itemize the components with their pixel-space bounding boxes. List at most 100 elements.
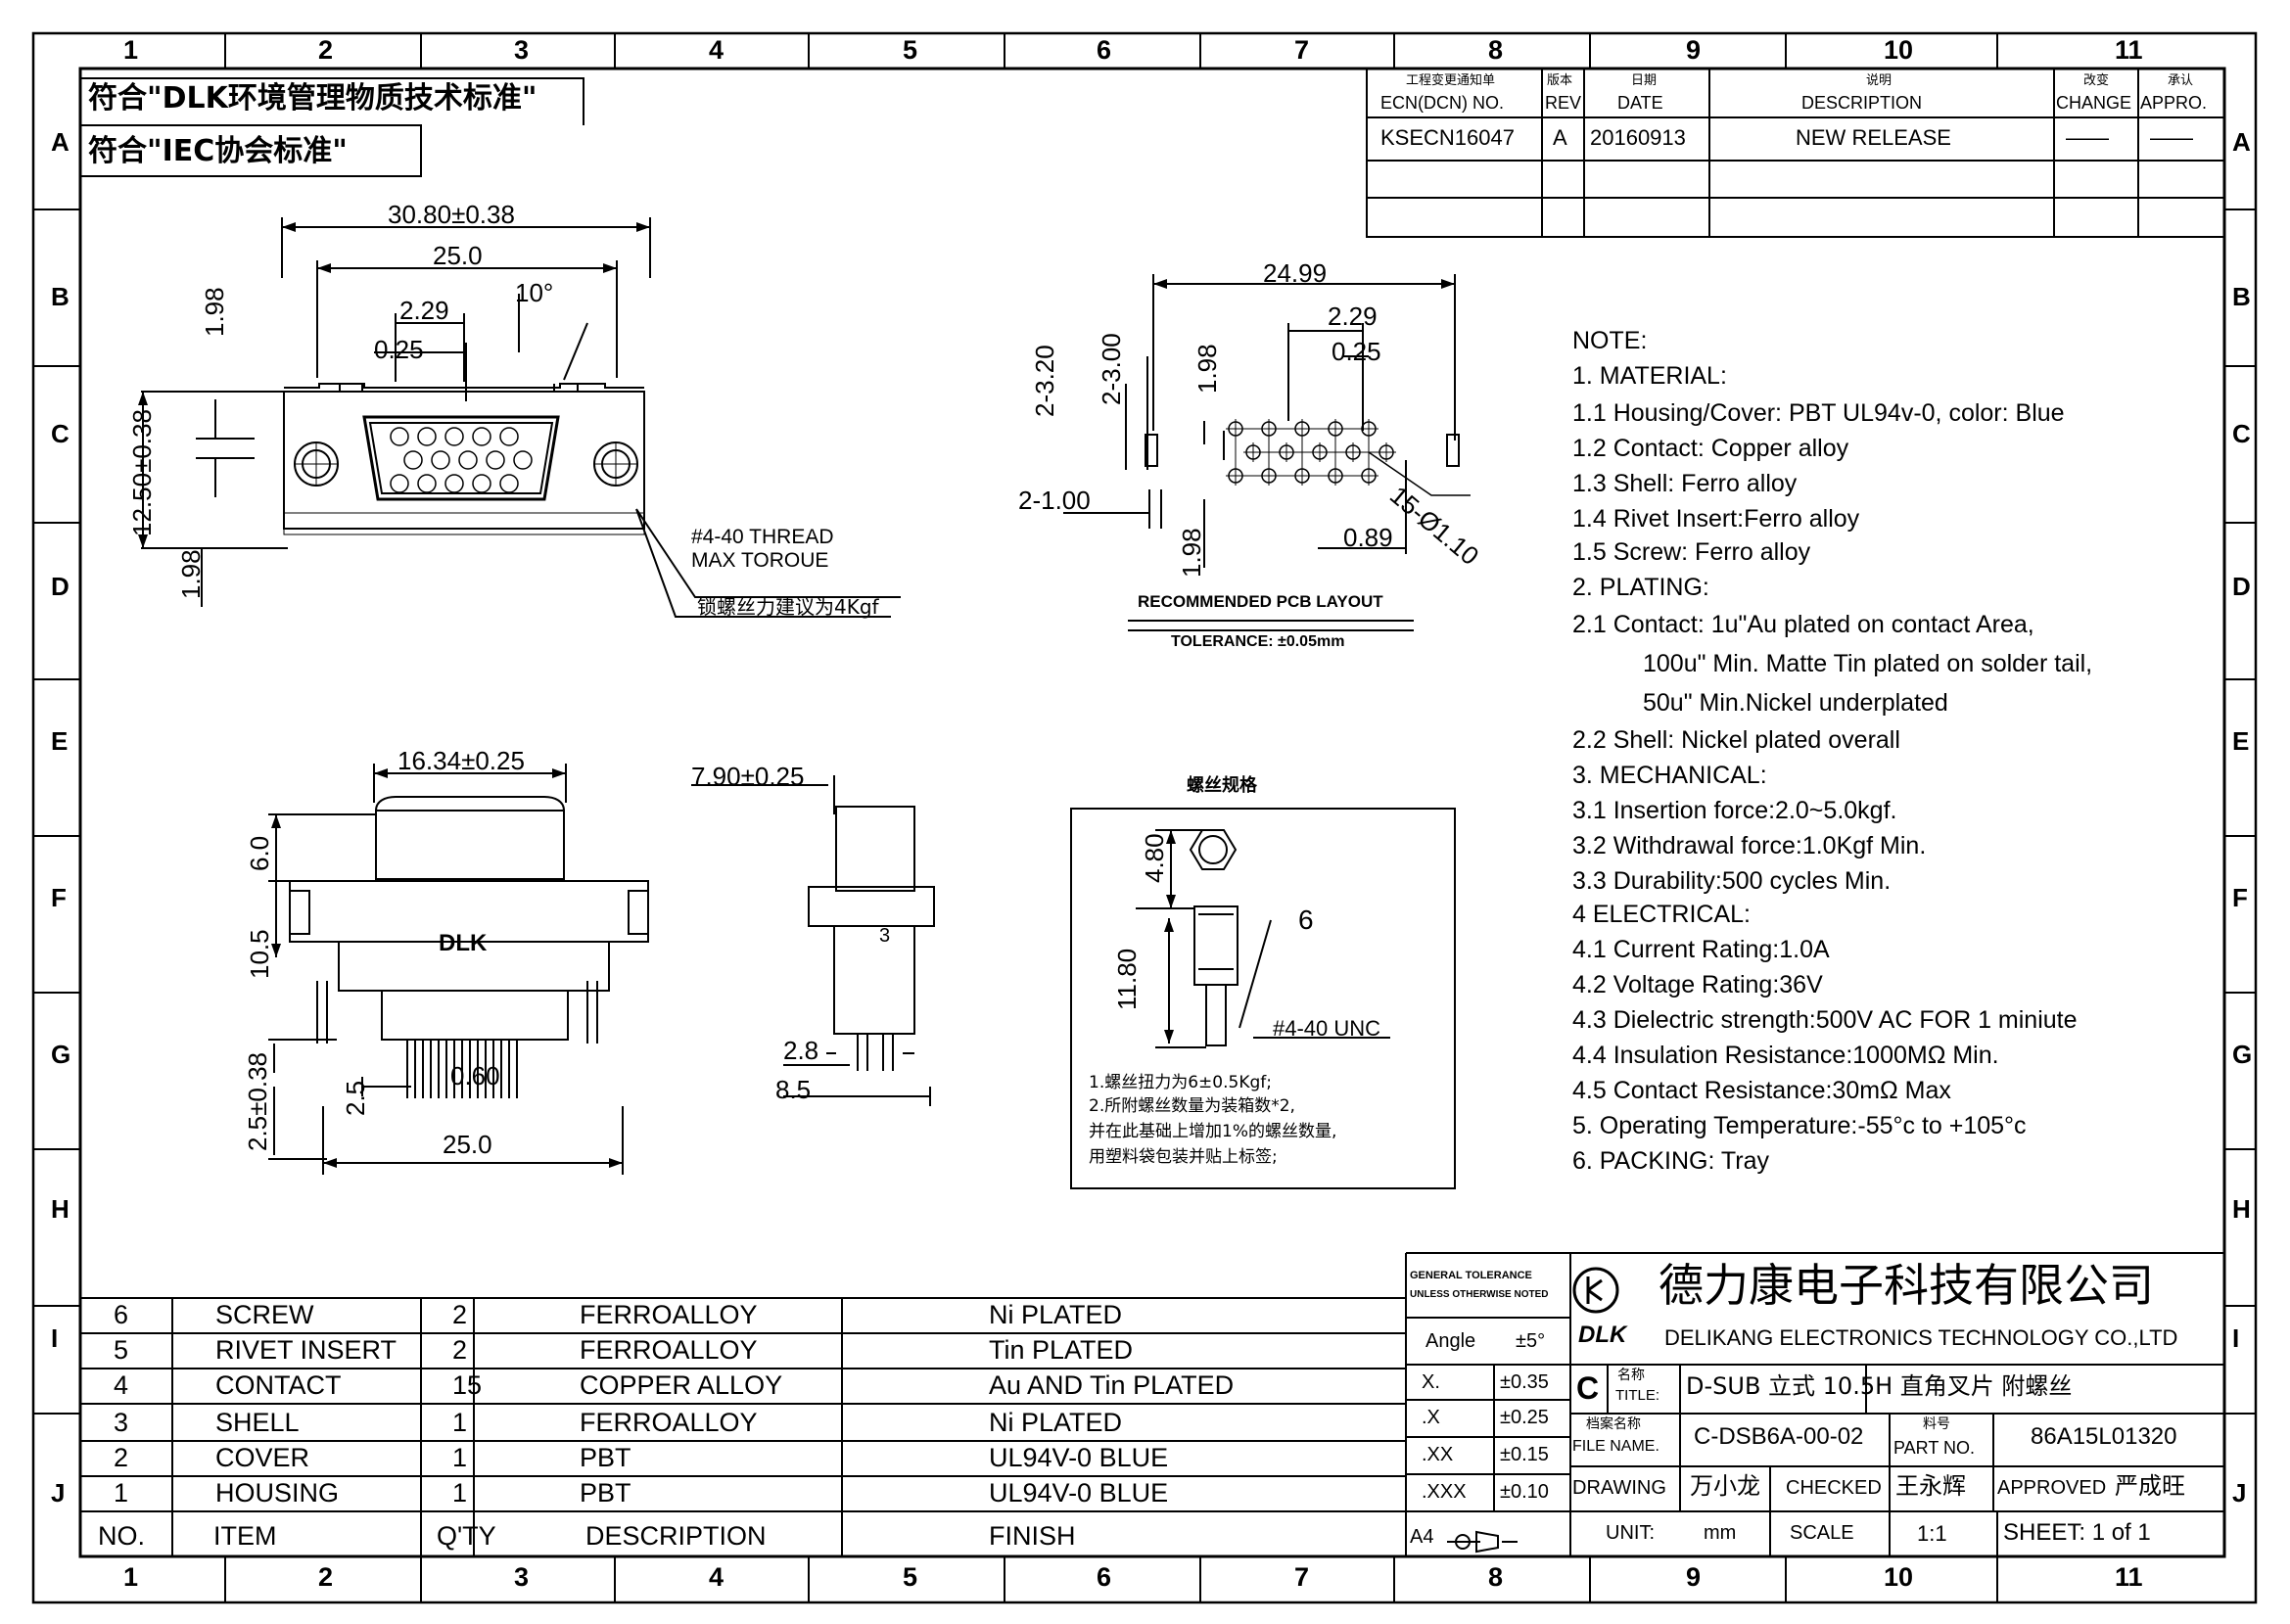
dim-span: 25.0 bbox=[433, 241, 483, 270]
tolerance-value-2: ±0.25 bbox=[1500, 1407, 1549, 1428]
note-line-22: 5. Operating Temperature:-55°c to +105°c bbox=[1572, 1112, 2027, 1139]
bom-row-2-col-4: UL94V-0 BLUE bbox=[989, 1443, 1169, 1472]
grid-row-right-I: I bbox=[2232, 1323, 2240, 1353]
bom-header-4: FINISH bbox=[989, 1521, 1076, 1551]
rev-appro-value: —— bbox=[2150, 125, 2193, 150]
grid-col-bottom-3: 3 bbox=[514, 1562, 530, 1592]
grid-row-left-E: E bbox=[51, 726, 69, 756]
part-number: 86A15L01320 bbox=[2031, 1423, 2177, 1450]
grid-col-bottom-5: 5 bbox=[903, 1562, 918, 1592]
tolerance-label-4: .XXX bbox=[1422, 1481, 1467, 1503]
pcb-slot-length-2: 2-3.00 bbox=[1097, 333, 1126, 405]
dim-tail-pitch: 0.60 bbox=[450, 1061, 500, 1090]
bom-row-1-col-4: UL94V-0 BLUE bbox=[989, 1478, 1169, 1508]
screw-note-2: 2.所附螺丝数量为装箱数*2, bbox=[1089, 1096, 1295, 1116]
grid-col-top-3: 3 bbox=[514, 35, 530, 65]
screw-head-height: 4.80 bbox=[1140, 833, 1169, 883]
drawing-title: D-SUB 立式 10.5H 直角叉片 附螺丝 bbox=[1686, 1372, 2073, 1400]
bom-row-1-col-3: PBT bbox=[580, 1478, 631, 1508]
grid-col-top-4: 4 bbox=[709, 35, 724, 65]
dim-overall-width: 30.80±0.38 bbox=[388, 200, 515, 229]
bom-row-6-col-0: 6 bbox=[114, 1300, 129, 1329]
grid-row-right-A: A bbox=[2232, 127, 2251, 157]
pcb-offset: 0.25 bbox=[1332, 337, 1381, 366]
grid-col-top-5: 5 bbox=[903, 35, 918, 65]
side-view-marker: 3 bbox=[879, 925, 891, 947]
grid-col-bottom-8: 8 bbox=[1488, 1562, 1504, 1592]
compliance-dlk-standard: 符合"DLK环境管理物质技术标准" bbox=[88, 81, 537, 116]
dim-offset: 0.25 bbox=[374, 335, 424, 364]
grid-row-left-J: J bbox=[51, 1478, 66, 1508]
file-label-cn: 档案名称 bbox=[1586, 1416, 1641, 1432]
grid-row-left-I: I bbox=[51, 1323, 59, 1353]
dim-base-span: 25.0 bbox=[443, 1130, 492, 1159]
part-label-cn: 料号 bbox=[1923, 1416, 1950, 1432]
size-code: C bbox=[1576, 1370, 1600, 1406]
note-line-3: 1.2 Contact: Copper alloy bbox=[1572, 435, 1849, 462]
pcb-row-gap-bottom: 1.98 bbox=[1177, 528, 1206, 578]
grid-row-right-F: F bbox=[2232, 883, 2248, 912]
note-line-21: 4.5 Contact Resistance:30mΩ Max bbox=[1572, 1077, 1951, 1104]
tolerance-label-1: X. bbox=[1422, 1371, 1440, 1393]
rev-rev-value: A bbox=[1553, 125, 1567, 150]
note-line-23: 6. PACKING: Tray bbox=[1572, 1147, 1769, 1175]
rev-header-date-cn: 日期 bbox=[1631, 73, 1658, 88]
grid-row-left-G: G bbox=[51, 1040, 71, 1069]
dim-top-gap: 1.98 bbox=[200, 287, 229, 337]
note-line-15: 3.3 Durability:500 cycles Min. bbox=[1572, 867, 1892, 895]
bom-row-6-col-4: Ni PLATED bbox=[989, 1300, 1123, 1329]
grid-col-bottom-4: 4 bbox=[709, 1562, 724, 1592]
file-name: C-DSB6A-00-02 bbox=[1694, 1423, 1864, 1450]
sheet-size: A4 bbox=[1410, 1526, 1434, 1548]
pcb-layout-title: RECOMMENDED PCB LAYOUT bbox=[1138, 592, 1383, 611]
file-label: FILE NAME. bbox=[1572, 1438, 1659, 1455]
title-label: TITLE: bbox=[1615, 1387, 1660, 1404]
bom-row-3-col-1: SHELL bbox=[215, 1408, 300, 1437]
note-line-11: 2.2 Shell: Nickel plated overall bbox=[1572, 726, 1900, 754]
bom-row-5-col-3: FERROALLOY bbox=[580, 1335, 758, 1365]
drawing-label: DRAWING bbox=[1572, 1477, 1666, 1499]
dim-side-depth: 8.5 bbox=[775, 1075, 812, 1104]
note-line-4: 1.3 Shell: Ferro alloy bbox=[1572, 470, 1798, 497]
rev-header-appro: APPRO. bbox=[2140, 93, 2208, 113]
screw-note-3: 并在此基础上增加1%的螺丝数量, bbox=[1089, 1122, 1337, 1141]
bom-row-4-col-4: Au AND Tin PLATED bbox=[989, 1370, 1235, 1400]
grid-col-bottom-9: 9 bbox=[1686, 1562, 1702, 1592]
note-line-16: 4 ELECTRICAL: bbox=[1572, 901, 1752, 928]
screw-thread: #4-40 UNC bbox=[1273, 1016, 1381, 1041]
compliance-iec-standard: 符合"IEC协会标准" bbox=[88, 134, 348, 168]
bom-row-1-col-2: 1 bbox=[452, 1478, 468, 1508]
grid-row-left-F: F bbox=[51, 883, 67, 912]
note-line-18: 4.2 Voltage Rating:36V bbox=[1572, 971, 1823, 998]
bom-header-1: ITEM bbox=[213, 1521, 277, 1551]
screw-spec-title: 螺丝规格 bbox=[1187, 775, 1257, 796]
rev-header-date: DATE bbox=[1617, 93, 1663, 113]
dim-tail-length: 2.5 bbox=[341, 1080, 370, 1116]
grid-col-bottom-11: 11 bbox=[2115, 1562, 2143, 1592]
bom-row-4-col-3: COPPER ALLOY bbox=[580, 1370, 783, 1400]
grid-row-left-A: A bbox=[51, 127, 70, 157]
grid-col-bottom-2: 2 bbox=[318, 1562, 334, 1592]
part-label: PART NO. bbox=[1893, 1438, 1976, 1458]
dim-height: 12.50±0.38 bbox=[127, 409, 157, 536]
grid-col-top-9: 9 bbox=[1686, 35, 1702, 65]
bom-row-2-col-1: COVER bbox=[215, 1443, 310, 1472]
grid-row-left-B: B bbox=[51, 282, 70, 311]
tolerance-subtitle: UNLESS OTHERWISE NOTED bbox=[1410, 1289, 1549, 1300]
dim-bottom-gap: 1.98 bbox=[176, 549, 206, 599]
grid-row-right-D: D bbox=[2232, 572, 2251, 601]
bom-row-3-col-0: 3 bbox=[114, 1408, 129, 1437]
dim-standoff: 2.8 bbox=[783, 1036, 819, 1065]
grid-row-left-C: C bbox=[51, 419, 70, 448]
bom-row-4-col-0: 4 bbox=[114, 1370, 129, 1400]
grid-col-bottom-1: 1 bbox=[123, 1562, 139, 1592]
note-line-1: 1. MATERIAL: bbox=[1572, 362, 1727, 390]
note-line-20: 4.4 Insulation Resistance:1000MΩ Min. bbox=[1572, 1042, 1999, 1069]
bom-row-3-col-2: 1 bbox=[452, 1408, 468, 1437]
dlk-logo: DLK bbox=[1578, 1322, 1627, 1348]
sheet-count: SHEET: 1 of 1 bbox=[2003, 1519, 2151, 1546]
rev-desc-value: NEW RELEASE bbox=[1796, 125, 1951, 150]
checked-label: CHECKED bbox=[1786, 1477, 1882, 1499]
note-line-19: 4.3 Dielectric strength:500V AC FOR 1 mi… bbox=[1572, 1006, 2078, 1034]
bom-row-6-col-1: SCREW bbox=[215, 1300, 314, 1329]
